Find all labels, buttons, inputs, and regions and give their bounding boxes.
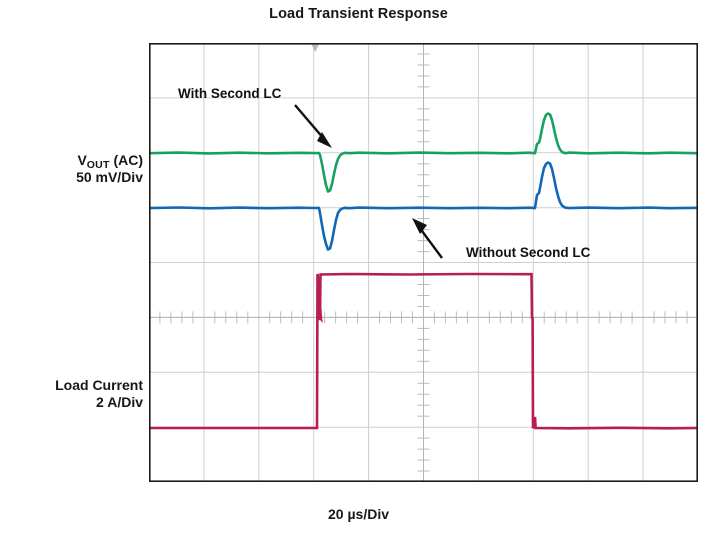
vout-axis-label: VOUT (AC) 50 mV/Div (76, 152, 143, 185)
load-current-axis-name: Load Current (55, 377, 143, 393)
trigger-marker-icon (310, 43, 320, 52)
vout-subscript: OUT (86, 159, 110, 171)
annotation-without-second-lc: Without Second LC (466, 245, 591, 260)
plot-svg (149, 43, 698, 482)
x-axis-label: 20 µs/Div (328, 506, 389, 522)
oscilloscope-plot-area (149, 43, 698, 482)
arrow-with-second-lc (294, 104, 332, 148)
load-current-axis-scale: 2 A/Div (96, 393, 143, 410)
vout-axis-scale: 50 mV/Div (76, 168, 143, 185)
trace-load-current (149, 272, 698, 430)
arrow-without-second-lc (412, 218, 443, 259)
load-current-axis-label: Load Current 2 A/Div (55, 377, 143, 410)
vout-suffix: (AC) (109, 152, 143, 168)
vout-axis-label-line1: VOUT (AC) (76, 152, 143, 171)
trace-with-second-lc (149, 112, 698, 193)
vout-symbol: V (77, 152, 87, 168)
annotation-with-second-lc: With Second LC (178, 86, 282, 101)
trace-without-second-lc (149, 161, 698, 251)
chart-title: Load Transient Response (269, 6, 448, 22)
